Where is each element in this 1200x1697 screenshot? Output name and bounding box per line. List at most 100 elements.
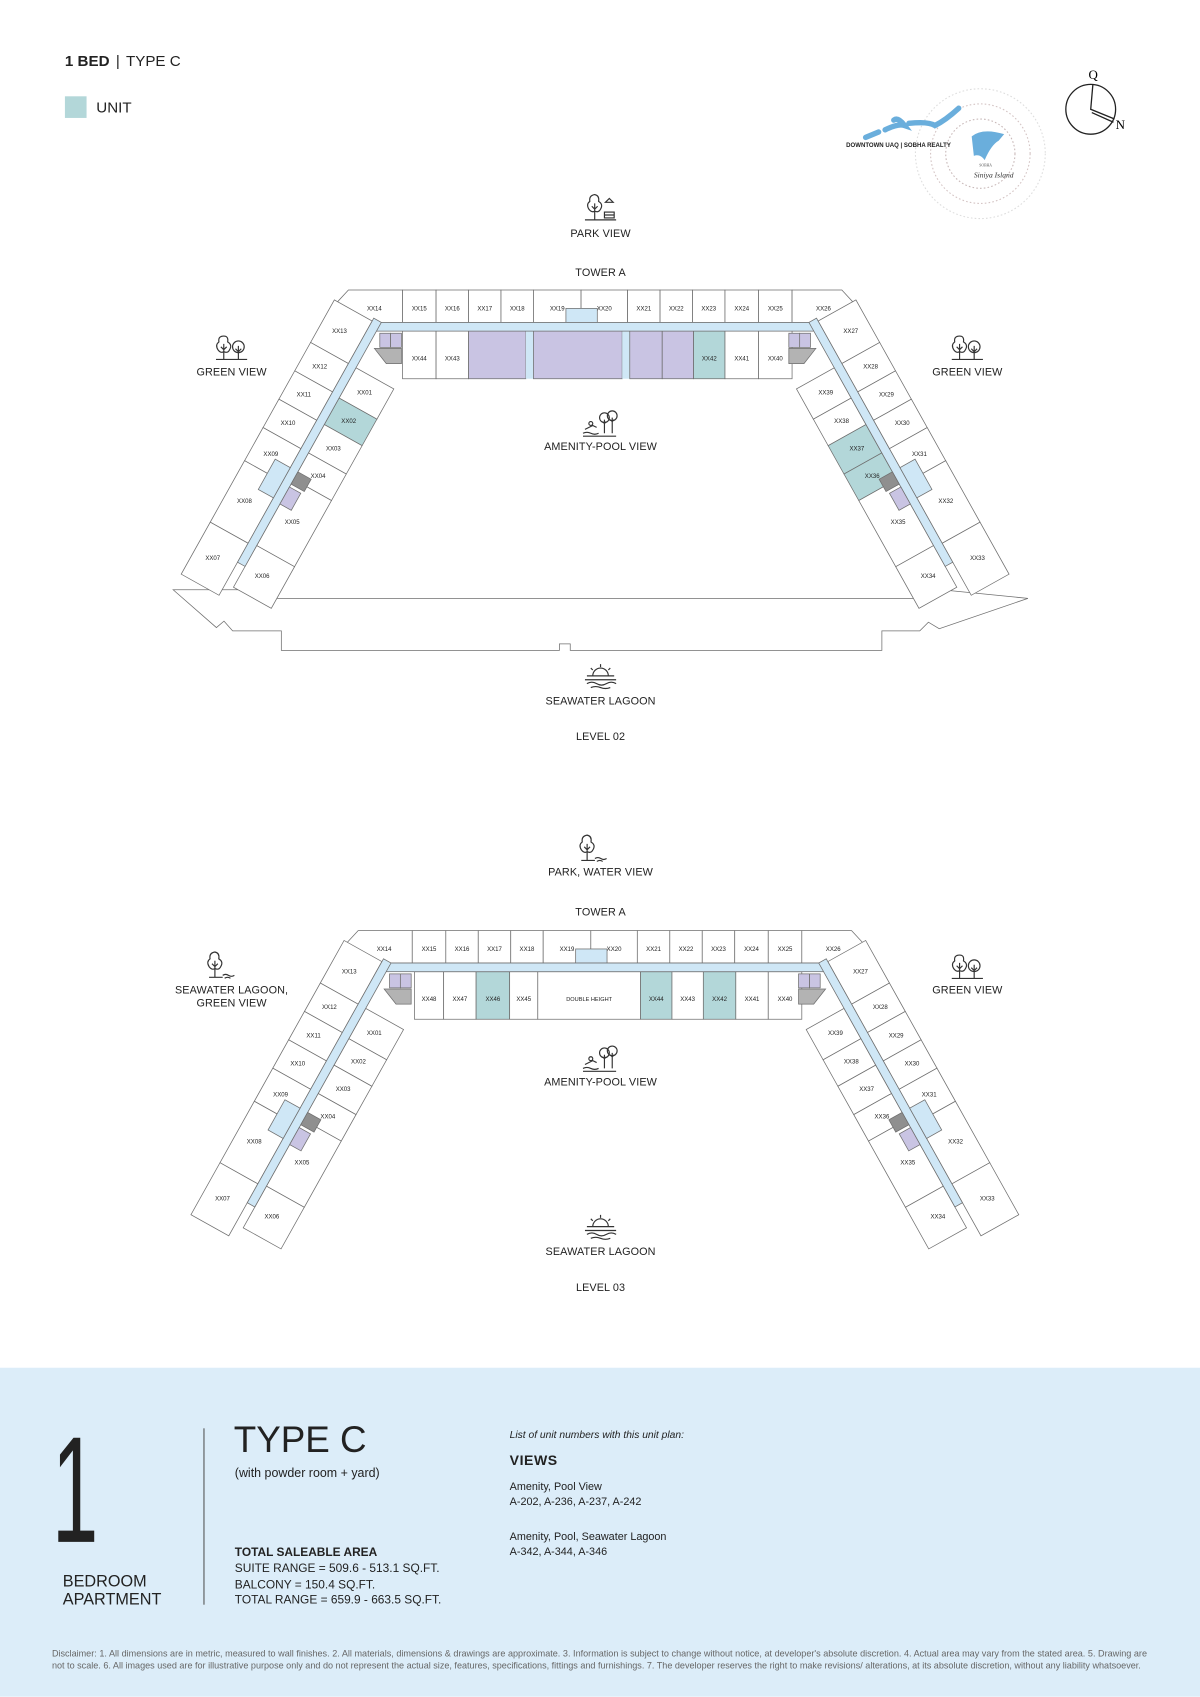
unit-label: XX09	[273, 1092, 288, 1098]
compass-n: N	[1116, 117, 1126, 132]
unit-label: XX14	[367, 307, 382, 313]
bedroom-line2: APARTMENT	[62, 1590, 162, 1610]
service-core	[290, 471, 312, 493]
unit-label: XX01	[367, 1031, 382, 1037]
unit-label: XX25	[768, 307, 783, 313]
unit-label: XX15	[412, 307, 427, 313]
unit-xx42	[702, 971, 737, 1020]
unit-label: XX18	[520, 947, 535, 953]
unit-label: XX26	[816, 307, 831, 313]
unit-xx46	[475, 971, 511, 1020]
unit-xx43	[671, 971, 704, 1020]
unit-label: XX40	[778, 997, 793, 1003]
corridor	[367, 322, 823, 332]
unit-label: XX07	[205, 556, 220, 562]
lift-core	[390, 332, 402, 348]
unit-label: XX24	[734, 307, 749, 313]
unit-label: XX33	[980, 1196, 995, 1202]
trees-icon	[212, 332, 251, 361]
unit-label: XX38	[844, 1060, 859, 1066]
lift-core	[799, 332, 811, 348]
unit-xx42	[693, 330, 726, 380]
unit-label: XX45	[516, 997, 531, 1003]
page-title: 1 BED | TYPE C	[65, 52, 181, 69]
unit-label: XX21	[636, 307, 651, 313]
unit-label: XX17	[477, 307, 492, 313]
unit-xx33	[941, 521, 1010, 596]
amenity-space	[468, 330, 527, 380]
lift-core	[898, 1127, 921, 1152]
unit-xx47	[443, 971, 477, 1020]
lift-core	[788, 332, 801, 348]
unit-label: XX21	[646, 947, 661, 953]
level02-name: LEVEL 02	[575, 731, 626, 744]
corridor	[246, 958, 392, 1208]
trees-icon	[948, 951, 987, 980]
view-group-units: A-202, A-236, A-237, A-242	[509, 1496, 642, 1509]
stair-core	[267, 1099, 301, 1139]
level03-view-top: PARK, WATER VIEW	[548, 866, 654, 879]
unit-xx45	[509, 971, 539, 1020]
unit-label: XX31	[912, 452, 927, 458]
pool-icon	[581, 1043, 620, 1072]
stair-core	[899, 458, 933, 499]
unit-label: XX18	[510, 307, 525, 313]
view-group: Amenity, Pool, Seawater Lagoon A-342, A-…	[510, 1530, 667, 1560]
unit-xx33	[951, 1162, 1020, 1237]
unit-label: XX43	[680, 997, 695, 1003]
lift-core	[798, 973, 810, 989]
level03-view-right: GREEN VIEW	[932, 984, 1003, 997]
unit-type: TYPE C	[125, 51, 181, 70]
project-logo: DOWNTOWN UAQ | SOBHA REALTY SOBHA Siniya…	[846, 88, 1046, 220]
lift-core	[399, 973, 412, 989]
corridor-link	[525, 331, 534, 379]
unit-label: XX27	[853, 969, 868, 975]
unit-label: XX02	[341, 419, 356, 425]
summary-panel	[0, 1367, 1200, 1697]
level03-view-left: SEAWATER LAGOON,	[174, 984, 289, 997]
lift-core	[888, 486, 911, 511]
unit-label: XX25	[778, 947, 793, 953]
unit-label: XX39	[828, 1031, 843, 1037]
unit-label: XX03	[336, 1087, 351, 1093]
service-core	[383, 988, 412, 1005]
unit-label: XX48	[422, 997, 437, 1003]
level02-view-left: GREEN VIEW	[196, 366, 267, 379]
lift-core	[289, 1127, 312, 1152]
unit-label: XX36	[875, 1114, 890, 1120]
amenity-space	[629, 330, 663, 380]
unit-label: XX16	[455, 947, 470, 953]
unit-label: XX32	[938, 499, 953, 505]
bedroom-line1: BEDROOM	[62, 1572, 147, 1591]
lift-core	[279, 486, 302, 511]
unit-label: XX28	[863, 364, 878, 370]
stair-core	[257, 458, 291, 499]
unit-xx07	[180, 521, 249, 596]
unit-label: XX11	[306, 1033, 321, 1039]
unit-label: XX34	[921, 574, 936, 580]
title-separator: |	[115, 51, 120, 70]
legend-swatch	[64, 96, 87, 118]
unit-label: XX35	[900, 1161, 915, 1167]
compass-q: Q	[1089, 67, 1099, 82]
unit-label: XX27	[843, 329, 858, 335]
service-core	[300, 1111, 322, 1133]
area-title: TOTAL SALEABLE AREA	[234, 1546, 378, 1560]
unit-label: XX29	[879, 393, 894, 399]
unit-label: XX41	[745, 997, 760, 1003]
unit-xx41	[724, 330, 759, 380]
type-title: TYPE C	[233, 1419, 367, 1461]
unit-label: XX14	[377, 947, 392, 953]
view-group-units: A-342, A-344, A-346	[509, 1546, 608, 1559]
unit-xx34	[904, 1185, 968, 1250]
unit-label: XX20	[607, 947, 622, 953]
level03-view-left-line2: GREEN VIEW	[196, 997, 267, 1010]
corridor	[237, 317, 382, 567]
service-core	[798, 988, 827, 1005]
unit-xx44	[640, 971, 673, 1020]
unit-label: XX19	[560, 947, 575, 953]
trees-icon	[948, 332, 987, 361]
